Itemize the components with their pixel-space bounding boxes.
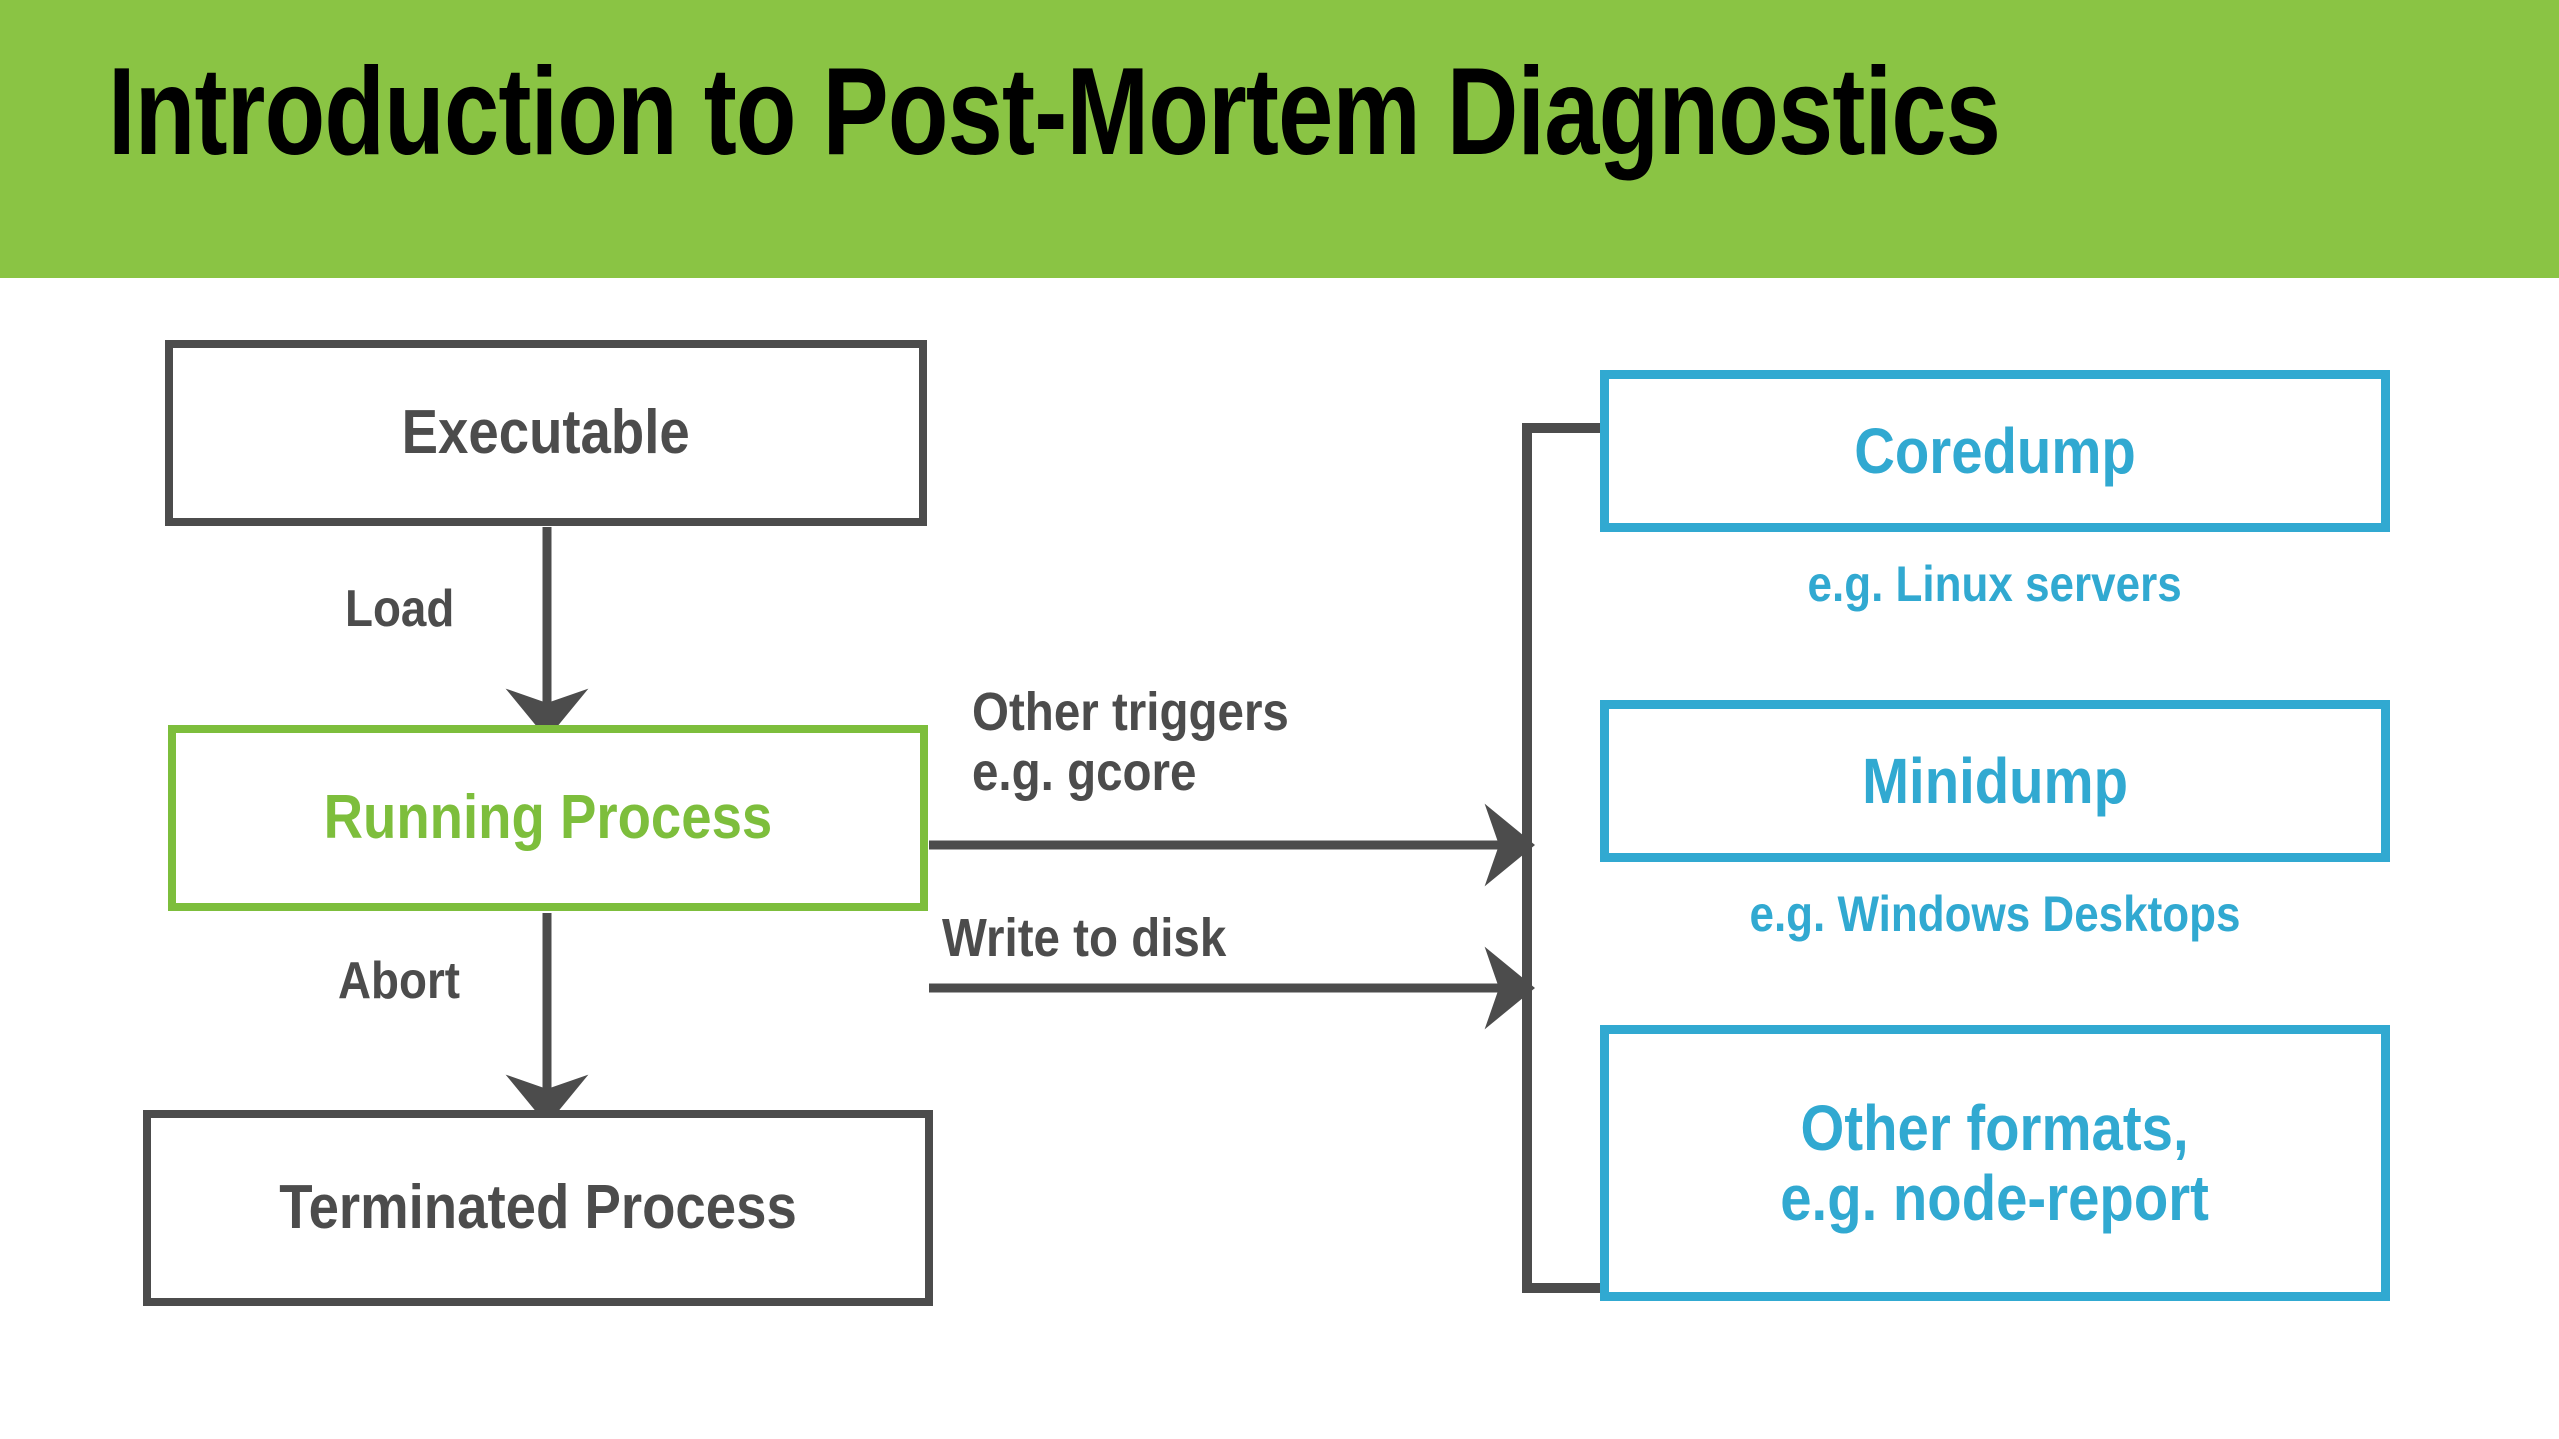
node-terminated-process-label: Terminated Process	[279, 1172, 797, 1242]
node-running-process-label: Running Process	[323, 782, 773, 852]
header-band: Introduction to Post-Mortem Diagnostics	[0, 0, 2559, 278]
dump-bracket	[1522, 423, 1600, 1293]
edge-label-other-triggers: Other triggers e.g. gcore	[972, 682, 1332, 803]
node-coredump[interactable]: Coredump	[1600, 370, 2390, 532]
node-running-process[interactable]: Running Process	[168, 725, 928, 911]
page-title: Introduction to Post-Mortem Diagnostics	[108, 43, 2001, 181]
edge-label-load-text: Load	[345, 580, 455, 638]
edge-label-abort: Abort	[338, 952, 477, 1010]
node-other-formats-line2: e.g. node-report	[1780, 1162, 2210, 1234]
edge-label-abort-text: Abort	[338, 952, 461, 1010]
node-other-formats-line1: Other formats,	[1800, 1091, 2190, 1164]
caption-coredump-text: e.g. Linux servers	[1807, 556, 2183, 612]
edge-label-load: Load	[345, 580, 469, 638]
caption-minidump: e.g. Windows Desktops	[1600, 885, 2390, 943]
caption-minidump-text: e.g. Windows Desktops	[1749, 886, 2241, 942]
node-other-formats-label: Other formats, e.g. node-report	[1780, 1091, 2210, 1234]
node-executable-label: Executable	[401, 397, 691, 467]
caption-coredump: e.g. Linux servers	[1600, 555, 2390, 613]
edge-label-write-to-disk: Write to disk	[942, 908, 1265, 968]
node-coredump-label: Coredump	[1854, 414, 2136, 487]
node-minidump-label: Minidump	[1862, 744, 2128, 817]
node-other-formats[interactable]: Other formats, e.g. node-report	[1600, 1025, 2390, 1301]
node-executable[interactable]: Executable	[165, 340, 927, 526]
node-minidump[interactable]: Minidump	[1600, 700, 2390, 862]
edge-label-write-to-disk-text: Write to disk	[942, 908, 1227, 968]
edge-label-other-triggers-line1: Other triggers	[972, 682, 1289, 742]
node-terminated-process[interactable]: Terminated Process	[143, 1110, 933, 1306]
edge-label-other-triggers-line2: e.g. gcore	[972, 742, 1197, 803]
